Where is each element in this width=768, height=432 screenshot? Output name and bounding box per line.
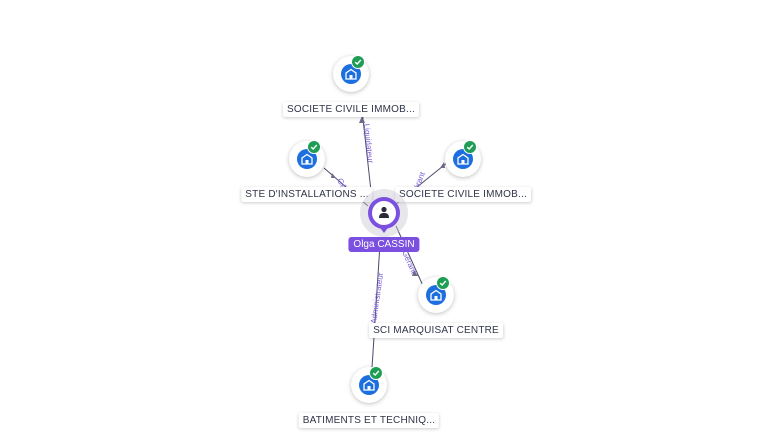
company-name[interactable]: STE D'INSTALLATIONS ... [241, 187, 373, 202]
company-badge[interactable] [418, 276, 454, 313]
person-pin[interactable] [368, 197, 400, 229]
check-icon [354, 59, 362, 65]
check-icon [466, 144, 474, 150]
company-badge[interactable] [445, 140, 481, 177]
check-icon [372, 370, 380, 376]
company-badge[interactable] [333, 55, 369, 92]
company-badge[interactable] [289, 140, 325, 177]
check-icon [439, 280, 447, 286]
company-name[interactable]: BATIMENTS ET TECHNIQ... [298, 413, 440, 428]
person-pin-tip [378, 225, 390, 233]
company-name[interactable]: SOCIETE CIVILE IMMOB... [395, 187, 531, 202]
person-name[interactable]: Olga CASSIN [348, 237, 420, 252]
edge-c4: Gérant [395, 225, 425, 289]
building-icon [430, 289, 442, 301]
building-icon [301, 153, 313, 165]
building-icon [363, 379, 375, 391]
edge-label-c5: Administrateur [369, 272, 385, 325]
user-icon [379, 206, 389, 218]
building-icon [345, 68, 357, 80]
edge-label-c1: Liquidateur [362, 123, 375, 164]
check-icon [310, 144, 318, 150]
edge-label-c4: Gérant [400, 249, 418, 276]
building-icon [457, 153, 469, 165]
company-name[interactable]: SOCIETE CIVILE IMMOB... [283, 102, 419, 117]
edge-c1: Liquidateur [359, 109, 375, 201]
company-name[interactable]: SCI MARQUISAT CENTRE [369, 323, 503, 338]
edge-c5: Administrateur [369, 243, 385, 369]
company-badge[interactable] [351, 366, 387, 403]
